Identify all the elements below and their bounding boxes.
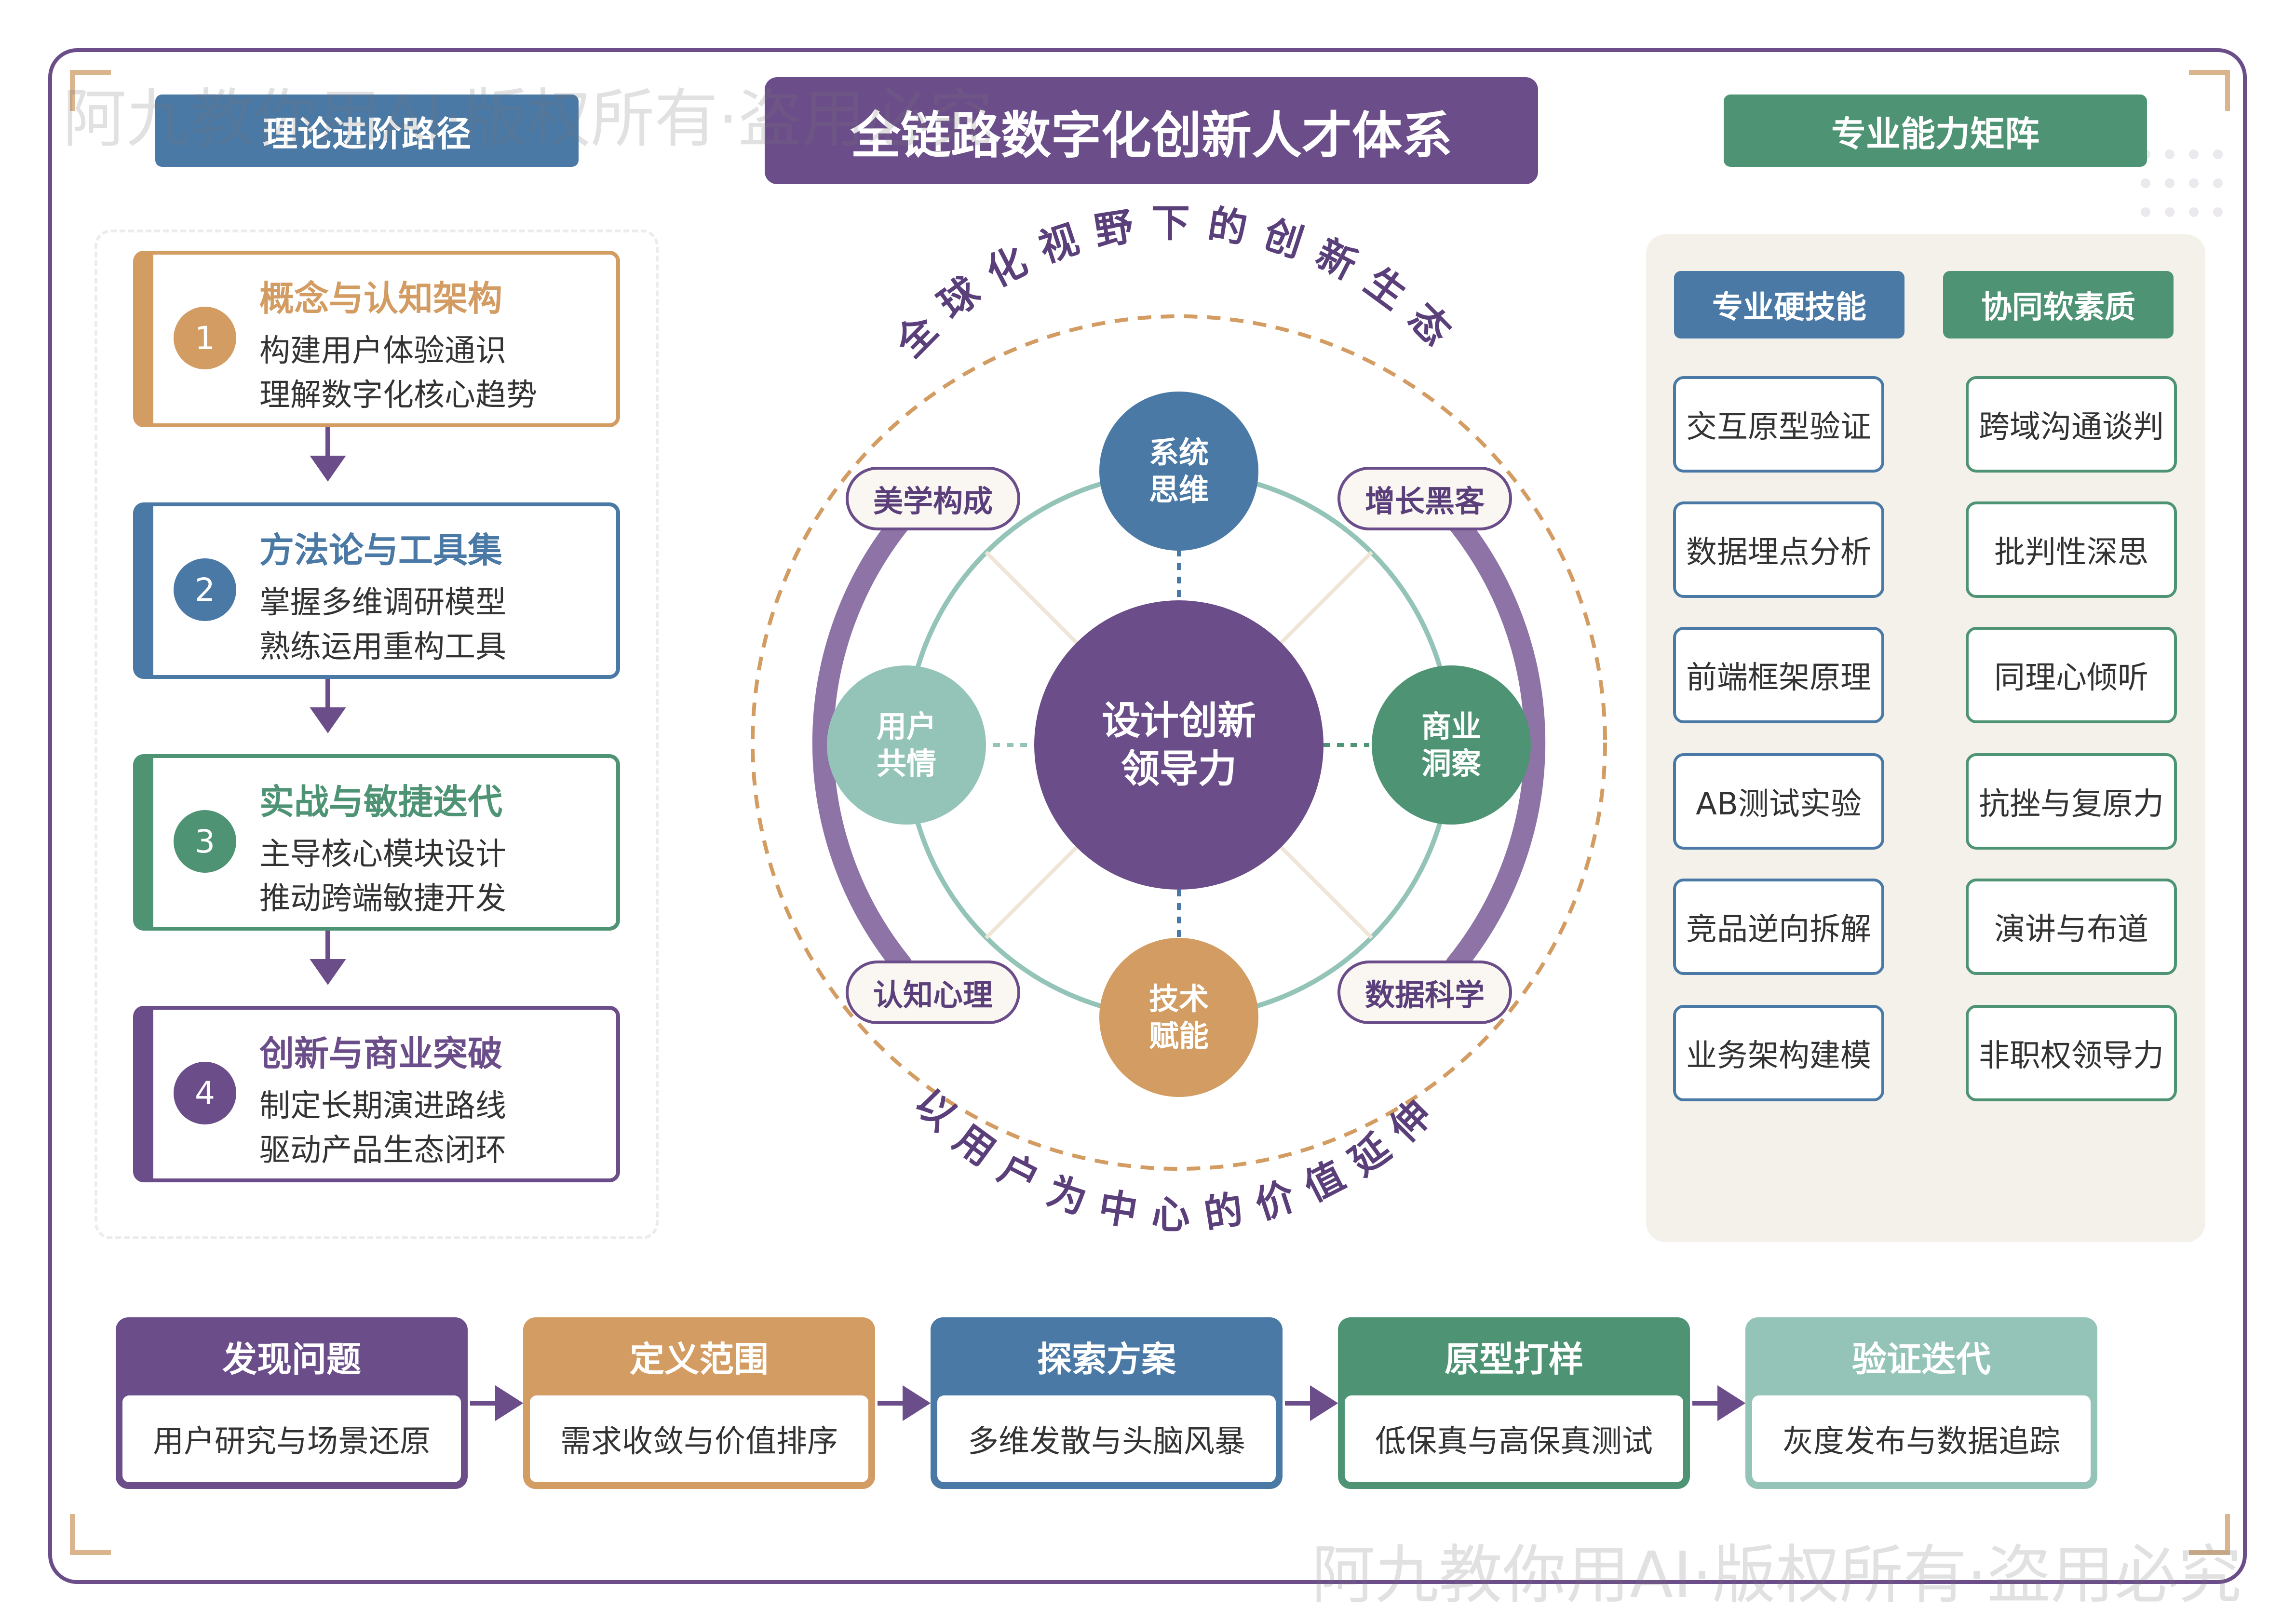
- stage-card-4: 4 创新与商业突破 制定长期演进路线 驱动产品生态闭环: [133, 1006, 620, 1182]
- center-line-2: 领导力: [1121, 746, 1237, 791]
- label-data-science: 数据科学: [1337, 961, 1512, 1024]
- label-growth-hacking: 增长黑客: [1337, 467, 1512, 530]
- main-title: 全链路数字化创新人才体系: [765, 77, 1538, 184]
- hard-skill-1: 交互原型验证: [1673, 376, 1884, 473]
- node-top-line-1: 系统: [1148, 434, 1209, 470]
- hard-skill-2: 数据埋点分析: [1673, 501, 1884, 598]
- process-step-3-title: 探索方案: [1037, 1339, 1176, 1380]
- watermark-bottom: 阿九教你用AI·版权所有·盗用必究: [1311, 1538, 2242, 1612]
- stage-number-3: 3: [174, 810, 236, 873]
- watermark-top: 阿九教你用AI·版权所有·盗用必究: [63, 82, 993, 156]
- outer-frame: [48, 48, 2247, 1584]
- stage-number-4: 4: [174, 1062, 236, 1124]
- arc-text-bottom-path: 以用户为中心的价值延伸: [906, 1080, 1435, 1237]
- process-step-2: 定义范围 需求收敛与价值排序: [523, 1317, 875, 1489]
- hard-skill-6: 业务架构建模: [1673, 1005, 1884, 1101]
- soft-skill-4: 抗挫与复原力: [1966, 753, 2177, 850]
- stage-title-1: 概念与认知架构: [259, 278, 503, 319]
- process-arrows: [470, 1385, 1746, 1421]
- theory-path-container: [95, 230, 659, 1239]
- arc-text-top-path: 全球化视野下的创新生态: [887, 201, 1454, 366]
- skill-matrix-title: 专业能力矩阵: [1724, 95, 2147, 167]
- node-system-thinking: 系统 思维: [1099, 392, 1258, 551]
- node-user-empathy: 用户 共情: [827, 665, 986, 825]
- hard-skill-3: 前端框架原理: [1673, 627, 1884, 723]
- theory-arrows: [310, 425, 346, 985]
- process-step-3-desc: 多维发散与头脑风暴: [937, 1395, 1276, 1482]
- process-step-1: 发现问题 用户研究与场景还原: [116, 1317, 468, 1489]
- corner-brackets: [70, 70, 2230, 1555]
- process-step-5-title: 验证迭代: [1851, 1339, 1991, 1380]
- stage-line-3a: 主导核心模块设计: [259, 837, 506, 872]
- theory-path-title: 理论进阶路径: [155, 95, 579, 167]
- soft-skill-6: 非职权领导力: [1966, 1005, 2177, 1101]
- stage-card-3: 3 实战与敏捷迭代 主导核心模块设计 推动跨端敏捷开发: [133, 754, 620, 931]
- stage-title-3: 实战与敏捷迭代: [259, 782, 503, 822]
- left-arc: [812, 510, 912, 975]
- node-business-insight: 商业 洞察: [1372, 665, 1531, 825]
- process-step-1-title: 发现问题: [222, 1339, 361, 1380]
- process-step-1-desc: 用户研究与场景还原: [122, 1395, 461, 1482]
- process-step-5: 验证迭代 灰度发布与数据追踪: [1745, 1317, 2097, 1489]
- node-top-line-2: 思维: [1148, 472, 1209, 507]
- process-step-4-desc: 低保真与高保真测试: [1345, 1395, 1683, 1482]
- right-arc: [1445, 510, 1546, 975]
- stage-number-2: 2: [174, 558, 236, 621]
- center-line-1: 设计创新: [1102, 698, 1256, 743]
- label-aesthetics: 美学构成: [846, 467, 1020, 530]
- stage-number-1: 1: [174, 307, 236, 369]
- hard-skill-5: 竞品逆向拆解: [1673, 879, 1884, 975]
- hard-skill-4: AB测试实验: [1673, 753, 1884, 850]
- label-cognitive-psychology: 认知心理: [846, 961, 1020, 1024]
- stage-line-2a: 掌握多维调研模型: [259, 585, 506, 621]
- soft-skill-5: 演讲与布道: [1966, 879, 2177, 975]
- node-right-line-2: 洞察: [1421, 746, 1481, 781]
- process-step-5-desc: 灰度发布与数据追踪: [1752, 1395, 2091, 1482]
- stage-line-2b: 熟练运用重构工具: [259, 629, 506, 665]
- stage-line-4b: 驱动产品生态闭环: [259, 1133, 506, 1168]
- node-left-line-2: 共情: [876, 746, 936, 781]
- stage-title-2: 方法论与工具集: [259, 530, 503, 570]
- node-left-line-1: 用户: [876, 708, 936, 744]
- soft-skill-2: 批判性深思: [1966, 501, 2177, 598]
- node-right-line-1: 商业: [1421, 708, 1481, 744]
- stage-title-4: 创新与商业突破: [259, 1033, 503, 1074]
- soft-skill-1: 跨域沟通谈判: [1966, 376, 2177, 473]
- process-step-2-desc: 需求收敛与价值排序: [530, 1395, 868, 1482]
- arc-text-top: 全球化视野下的创新生态: [887, 201, 1471, 366]
- stage-line-1b: 理解数字化核心趋势: [259, 378, 537, 413]
- hard-skills-header: 专业硬技能: [1674, 271, 1904, 338]
- stage-line-1a: 构建用户体验通识: [259, 333, 506, 369]
- process-step-4: 原型打样 低保真与高保真测试: [1338, 1317, 1690, 1489]
- process-step-4-title: 原型打样: [1444, 1339, 1583, 1380]
- soft-skill-3: 同理心倾听: [1966, 627, 2177, 723]
- stage-card-1: 1 概念与认知架构 构建用户体验通识 理解数字化核心趋势: [133, 251, 620, 427]
- arc-text-bottom: 以用户为中心的价值延伸: [906, 1080, 1452, 1237]
- stage-line-3b: 推动跨端敏捷开发: [259, 881, 506, 917]
- node-bottom-line-2: 赋能: [1148, 1018, 1209, 1054]
- node-bottom-line-1: 技术: [1148, 981, 1209, 1016]
- soft-skills-header: 协同软素质: [1943, 271, 2174, 338]
- process-step-3: 探索方案 多维发散与头脑风暴: [931, 1317, 1283, 1489]
- dot-grid: [2141, 149, 2223, 217]
- stage-card-2: 2 方法论与工具集 掌握多维调研模型 熟练运用重构工具: [133, 502, 620, 679]
- node-tech-enablement: 技术 赋能: [1099, 938, 1258, 1097]
- outer-dashed-ring: [751, 314, 1607, 1171]
- center-node: 设计创新 领导力: [1034, 600, 1324, 890]
- stage-line-4a: 制定长期演进路线: [259, 1088, 506, 1124]
- process-step-2-title: 定义范围: [629, 1339, 769, 1380]
